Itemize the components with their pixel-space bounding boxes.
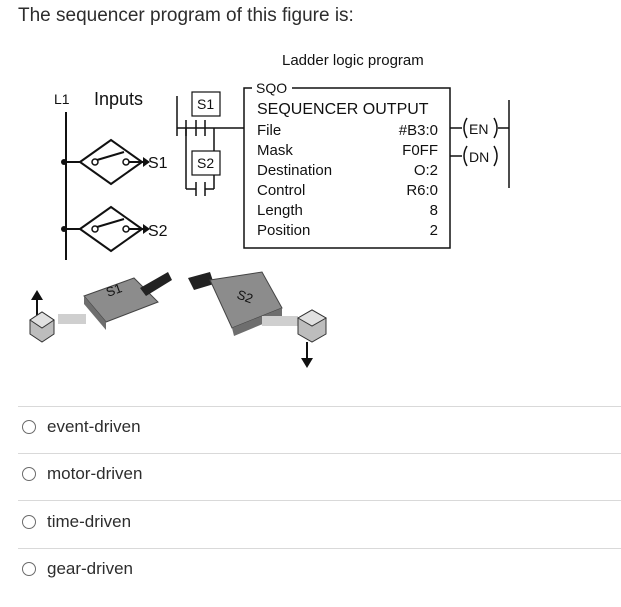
param-value-control: R6:0	[406, 182, 438, 199]
param-value-mask: F0FF	[402, 142, 438, 159]
coil-label-dn: DN	[469, 149, 489, 165]
param-label-destination: Destination	[257, 162, 332, 179]
input-label-s2: S2	[148, 223, 168, 240]
radio-button[interactable]	[22, 562, 36, 576]
sqo-instruction-code: SQO	[256, 80, 287, 96]
sensor-s2-illustration	[188, 271, 328, 368]
contact-box-s2	[191, 150, 221, 176]
divider	[18, 453, 621, 454]
option-label: gear-driven	[47, 559, 133, 578]
sequencer-figure: Ladder logic program L1 Inputs S1 S2	[29, 52, 510, 368]
coil-label-en: EN	[469, 121, 488, 137]
sensor-s1-illustration	[29, 272, 172, 343]
question-text: The sequencer program of this figure is:	[18, 5, 354, 26]
sqo-instruction-block	[243, 87, 451, 249]
contact-box-s1	[191, 91, 221, 117]
divider	[18, 500, 621, 501]
param-label-control: Control	[257, 182, 305, 199]
ladder-title: Ladder logic program	[282, 52, 424, 69]
contact-label-s2: S2	[197, 155, 214, 171]
device-label-s1: S1	[104, 280, 124, 300]
rail-label: L1	[54, 91, 70, 107]
param-value-file: #B3:0	[399, 122, 438, 139]
param-value-position: 2	[430, 222, 438, 239]
param-value-length: 8	[430, 202, 438, 219]
sqo-instruction-name: SEQUENCER OUTPUT	[257, 101, 429, 118]
option-label: event-driven	[47, 417, 141, 436]
radio-button[interactable]	[22, 515, 36, 529]
divider-top	[18, 406, 621, 407]
option-time-driven[interactable]: time-driven	[22, 507, 131, 537]
radio-button[interactable]	[22, 420, 36, 434]
inputs-label: Inputs	[94, 89, 143, 109]
input-switch-s2	[61, 205, 150, 253]
input-label-s1: S1	[148, 155, 168, 172]
option-event-driven[interactable]: event-driven	[22, 412, 141, 442]
param-label-file: File	[257, 122, 281, 139]
option-label: time-driven	[47, 512, 132, 531]
output-coils	[450, 100, 510, 188]
option-label: motor-driven	[47, 464, 143, 483]
divider	[18, 548, 621, 549]
param-value-destination: O:2	[414, 162, 438, 179]
input-switch-s1	[61, 138, 150, 186]
param-label-length: Length	[257, 202, 303, 219]
option-gear-driven[interactable]: gear-driven	[22, 554, 133, 584]
radio-button[interactable]	[22, 467, 36, 481]
param-label-position: Position	[257, 222, 310, 239]
option-motor-driven[interactable]: motor-driven	[22, 459, 142, 489]
param-label-mask: Mask	[257, 142, 293, 159]
ladder-rung	[176, 96, 244, 196]
device-label-s2: S2	[235, 287, 255, 307]
contact-label-s1: S1	[197, 96, 214, 112]
